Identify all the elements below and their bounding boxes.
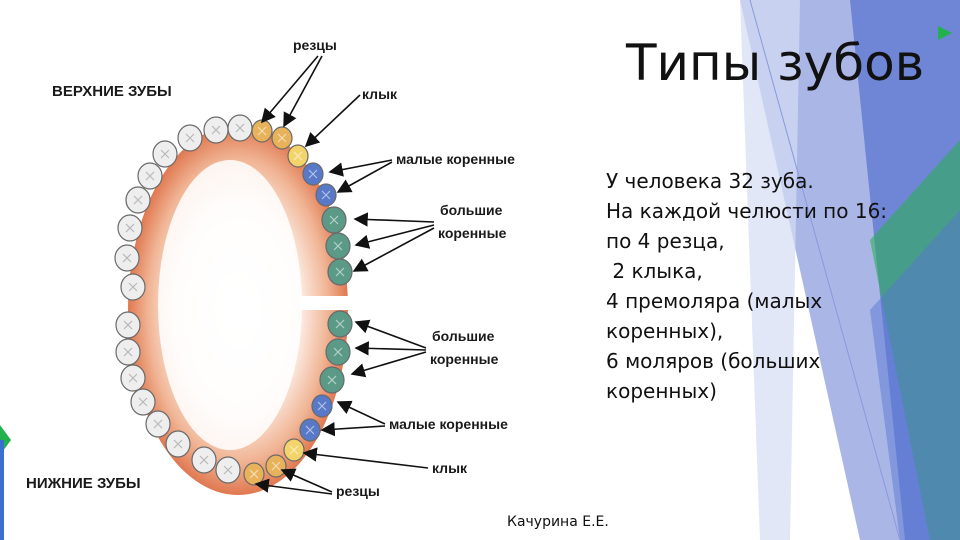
lower-molars-label-1: большие [432,328,495,344]
tooth-surface-mark [308,169,318,179]
tooth-surface-mark [223,465,233,475]
tooth-surface-mark [335,267,345,277]
deco-arrow-marker [938,26,952,40]
tooth-surface-mark [145,171,155,181]
slide-title: Типы зубов [626,34,925,92]
arrow-upper-incisor-1 [260,55,319,124]
tooth-surface-mark [185,133,195,143]
upper-teeth [114,114,353,301]
lower-molars-label-2: коренные [430,351,499,367]
tooth-surface-mark [235,123,245,133]
tooth-surface-mark [123,320,133,330]
deco-line [749,0,901,540]
tooth-surface-mark [289,445,299,455]
body-line: 4 премоляра (малых [606,289,823,313]
arrow-lower-incisor-2 [254,478,333,495]
arrow-lower-canine [302,447,429,469]
tooth-surface-mark [293,151,303,161]
tooth-surface-mark [153,419,163,429]
body-line: по 4 резца, [606,229,725,253]
body-line: коренных), [606,319,724,343]
tooth-surface-mark [125,223,135,233]
deco-left-stripe [0,440,4,540]
deco-panel-pale [740,0,800,540]
arrow-upper-premolar-1 [328,159,393,177]
tooth-surface-mark [211,125,221,135]
tooth-surface-mark [138,397,148,407]
oral-cavity [158,160,302,450]
upper-incisors-label: резцы [293,37,337,53]
arrow-lower-premolar-2 [320,422,386,437]
tooth-surface-mark [333,241,343,251]
tooth-surface-mark [128,373,138,383]
arrow-lower-molar-3 [350,351,427,378]
tooth-surface-mark [122,253,132,263]
body-line: На каждой челюсти по 16: [606,199,888,223]
lower-canine-label: клык [432,460,468,476]
arrow-upper-premolar-2 [336,161,393,193]
lower-incisors-label: резцы [336,483,380,499]
upper-jaw-label: ВЕРХНИЕ ЗУБЫ [52,83,172,100]
tooth-surface-mark [249,469,259,479]
arrow-lower-molar-1 [354,319,427,349]
upper-molars-label-2: коренные [438,225,507,241]
tooth-surface-mark [133,195,143,205]
tooth-surface-mark [277,133,287,143]
body-line: 6 моляров (больших [606,349,821,373]
arrow-lower-premolar-1 [336,400,386,425]
tooth-surface-mark [257,126,267,136]
upper-molars-label-1: большие [440,202,503,218]
tooth-surface-mark [335,319,345,329]
tooth-surface-mark [327,375,337,385]
jaw-gap [300,296,370,310]
body-text: У человека 32 зуба. На каждой челюсти по … [606,166,956,406]
upper-premolars-label: малые коренные [396,151,515,167]
arrow-upper-molar-2 [354,224,435,249]
tooth-surface-mark [128,282,138,292]
tooth-surface-mark [160,149,170,159]
lower-premolars-label: малые коренные [389,416,508,432]
arrow-lower-incisor-1 [280,468,333,493]
body-line: У человека 32 зуба. [606,169,814,193]
tooth-surface-mark [317,401,327,411]
tooth-surface-mark [329,215,339,225]
tooth-surface-mark [173,439,183,449]
tooth-surface-mark [321,190,331,200]
tooth-surface-mark [305,425,315,435]
upper-canine-label: клык [362,86,398,102]
arrow-upper-molar-1 [353,212,435,227]
tooth-surface-mark [271,461,281,471]
author-label: Качурина Е.Е. [507,514,609,530]
arrow-upper-molar-3 [352,227,435,272]
arrow-upper-canine [304,94,361,148]
body-line: 2 клыка, [606,259,703,283]
arrow-lower-molar-2 [354,341,427,356]
tooth-surface-mark [333,347,343,357]
body-line: коренных) [606,379,717,403]
pointer-arrows [254,55,435,495]
tooth-surface-mark [199,455,209,465]
tooth-surface-mark [123,347,133,357]
deco-panel-blue-dark [870,210,960,540]
lower-jaw-label: НИЖНИЕ ЗУБЫ [26,475,141,492]
arrow-upper-incisor-2 [283,55,323,128]
